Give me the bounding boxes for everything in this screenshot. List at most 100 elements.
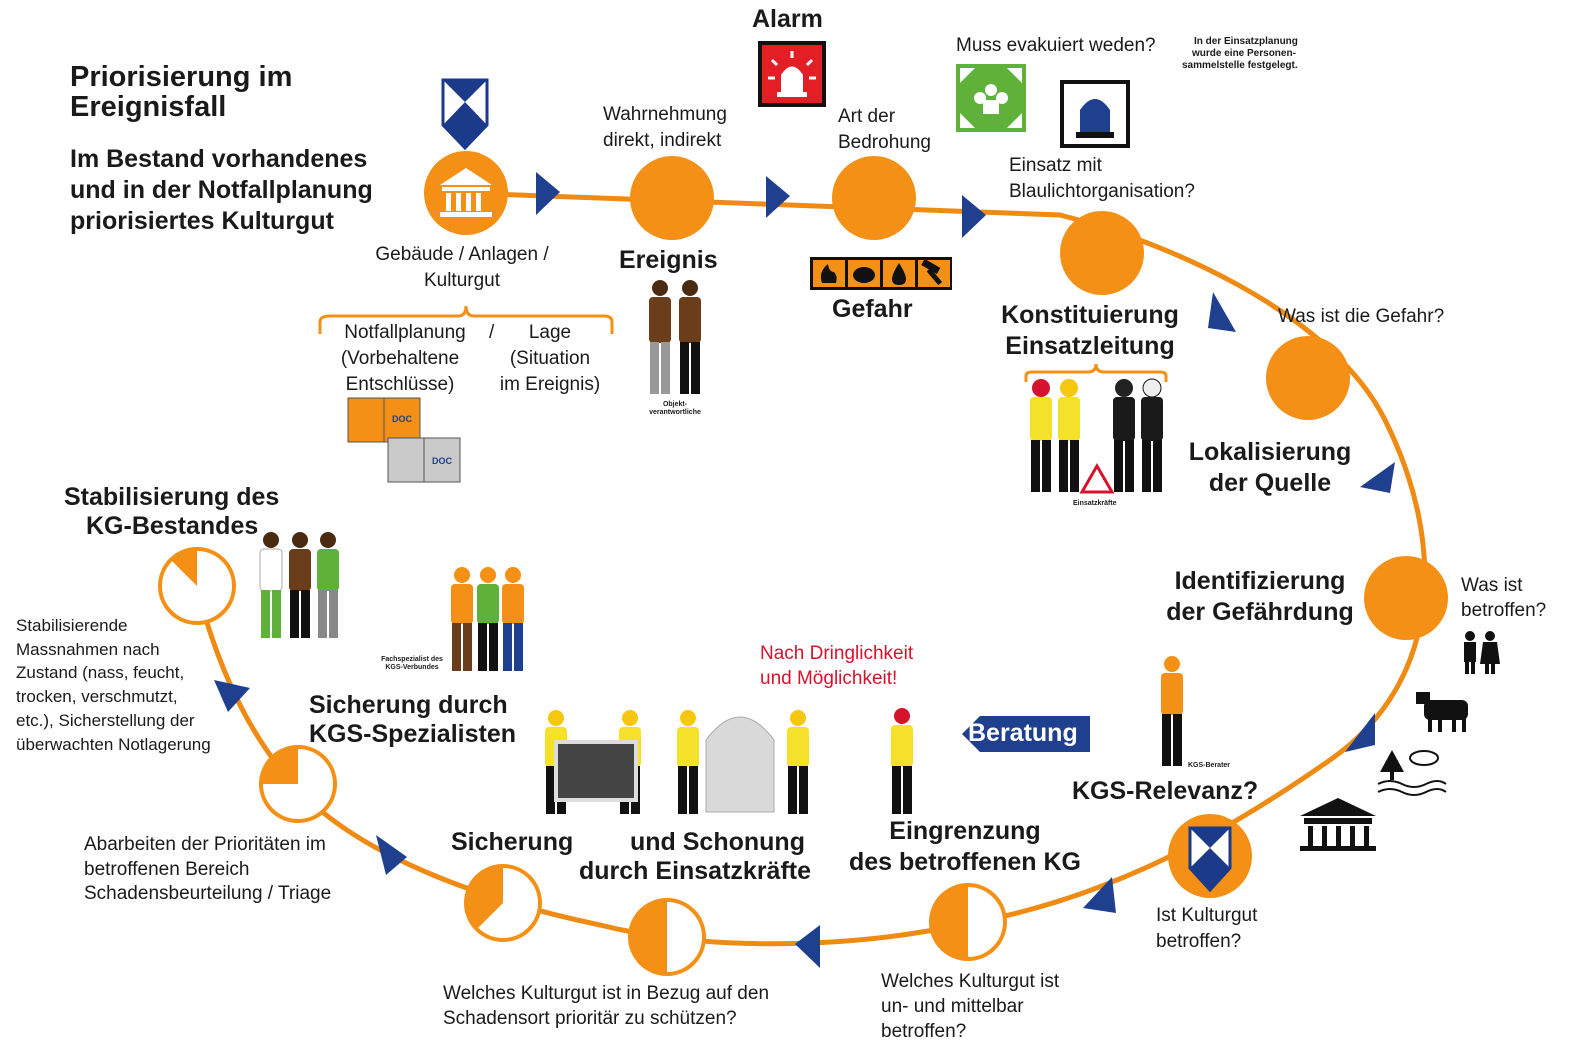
arrow-7 <box>1083 877 1116 913</box>
kg-question-line2: betroffen? <box>1156 931 1242 952</box>
covered-object-icon <box>705 716 775 813</box>
rescuer-icon <box>677 710 699 814</box>
stage-command-circle <box>1060 211 1144 295</box>
evac-note3: sammelstelle festgelegt. <box>1182 60 1298 71</box>
which-kg-line2: un- und mittelbar <box>881 996 1024 1017</box>
which-kg-line1: Welches Kulturgut ist <box>881 971 1060 992</box>
threat-line2: Bedrohung <box>838 132 931 153</box>
stabilize-measures-line1: Stabilisierende <box>16 616 128 635</box>
triage-line1: Abarbeiten der Prioritäten im <box>84 834 326 855</box>
bluelight-line2: Blaulichtorganisation? <box>1009 181 1195 202</box>
danger-icons <box>810 257 952 290</box>
flow-arrows <box>214 172 1395 968</box>
specialist-icon <box>451 567 473 671</box>
evacuation-icon <box>956 64 1026 132</box>
warning-triangle-icon <box>1079 462 1115 494</box>
person-icon <box>289 532 311 638</box>
stage-containment-fill <box>931 885 968 959</box>
stage-threat-circle <box>832 156 916 240</box>
protect-label3: durch Einsatzkräfte <box>579 857 812 885</box>
title-line1: Priorisierung im <box>70 61 293 93</box>
bluelight-line1: Einsatz mit <box>1009 155 1102 176</box>
planning-notfall3: Entschlüsse) <box>345 374 455 395</box>
intro-line1: Im Bestand vorhandenes <box>70 145 368 173</box>
protect-label2: und Schonung <box>630 828 805 856</box>
intro-line2: und in der Notfallplanung <box>70 176 373 204</box>
drop-icon <box>892 263 906 285</box>
planning-slash: / <box>489 322 495 343</box>
building-line2: Kulturgut <box>423 270 501 291</box>
stage-stabilization-circle <box>158 547 236 625</box>
containment-line2: des betroffenen KG <box>849 848 1081 876</box>
hazard-line2: der Gefährdung <box>1166 598 1354 626</box>
fire-icon <box>820 264 837 283</box>
planning-lage1: Lage <box>528 322 572 343</box>
rescuer-icon <box>891 708 913 814</box>
event-label: Ereignis <box>619 246 718 274</box>
stage-triage-fill <box>261 747 298 784</box>
perception-line1: Wahrnehmung <box>603 104 727 125</box>
intro-line3: priorisiertes Kulturgut <box>70 207 334 235</box>
advice-label: Beratung <box>968 719 1078 747</box>
priority-line1: Welches Kulturgut ist in Bezug auf den <box>443 983 770 1004</box>
scientist-icon <box>259 532 283 638</box>
flow-path <box>192 190 1428 947</box>
kgs-shield-icon <box>441 78 489 151</box>
arrow-6 <box>1345 713 1375 752</box>
arrow-10 <box>214 680 250 712</box>
stage-event-circle <box>630 156 714 240</box>
progress-circles <box>158 547 1007 976</box>
triage-line2: betroffenen Bereich <box>84 859 250 880</box>
command-caption: Einsatzkräfte <box>1073 500 1117 507</box>
kgs-shield-small-icon <box>1188 826 1232 893</box>
command-brace <box>1024 363 1168 382</box>
rescuer-icon <box>787 710 809 814</box>
source-line2: der Quelle <box>1208 469 1332 497</box>
planning-notfall1: Notfallplanung <box>344 322 466 343</box>
arrow-8 <box>795 925 820 968</box>
person-icon <box>317 532 339 638</box>
police-icon <box>1113 379 1135 492</box>
police-icon <box>1141 378 1163 492</box>
stage-protection-circle <box>628 898 706 976</box>
firefighter-icon <box>1030 379 1052 492</box>
title-line2: Ereignisfall <box>70 91 227 123</box>
advice-tag <box>962 716 1090 752</box>
blue-light-icon <box>1060 80 1130 148</box>
priority-line2: Schadensort prioritär zu schützen? <box>443 1008 737 1029</box>
arrow-9 <box>376 835 407 875</box>
specialists-line1: Sicherung durch <box>309 691 508 719</box>
perception-line2: direkt, indirekt <box>603 130 722 151</box>
stabilize-measures-line2: Massnahmen nach <box>16 640 160 659</box>
stage-containment-circle <box>929 883 1007 961</box>
planning-brace <box>318 305 614 334</box>
which-kg-line3: betroffen? <box>881 1021 967 1042</box>
specialists-line2: KGS-Spezialisten <box>309 720 516 748</box>
stabilize-measures-line6: überwachten Notlagerung <box>16 735 211 754</box>
containment-line1: Eingrenzung <box>889 817 1041 845</box>
arrow-5 <box>1360 462 1395 493</box>
relevance-label: KGS-Relevanz? <box>1072 777 1259 805</box>
building-line1: Gebäude / Anlagen / <box>375 244 549 265</box>
evac-question: Muss evakuiert weden? <box>956 35 1156 56</box>
doc-label-2: DOC <box>432 456 452 466</box>
stabilize-line1: Stabilisierung des <box>64 483 280 511</box>
people-icon <box>1464 631 1500 674</box>
arrow-2 <box>766 176 790 218</box>
stage-triage-circle <box>259 745 337 823</box>
temple-icon <box>440 168 492 217</box>
affected-line2: betroffen? <box>1461 600 1547 621</box>
specialist-icon <box>502 567 524 671</box>
advisor-caption: KGS-Berater <box>1188 762 1231 769</box>
hammer-icon <box>921 258 943 286</box>
evac-note2: wurde eine Personen- <box>1192 48 1296 59</box>
event-persons-line1: Objekt- <box>662 401 688 408</box>
specialist-icon <box>477 567 499 671</box>
kg-question-line1: Ist Kulturgut <box>1156 905 1258 926</box>
threat-line1: Art der <box>838 106 896 127</box>
protect-label1: Sicherung <box>451 828 574 856</box>
arrow-4 <box>1208 292 1236 332</box>
source-line1: Lokalisierung <box>1188 438 1352 466</box>
urgency-line1: Nach Dringlichkeit <box>760 643 914 664</box>
doc-label-1: DOC <box>392 414 412 424</box>
